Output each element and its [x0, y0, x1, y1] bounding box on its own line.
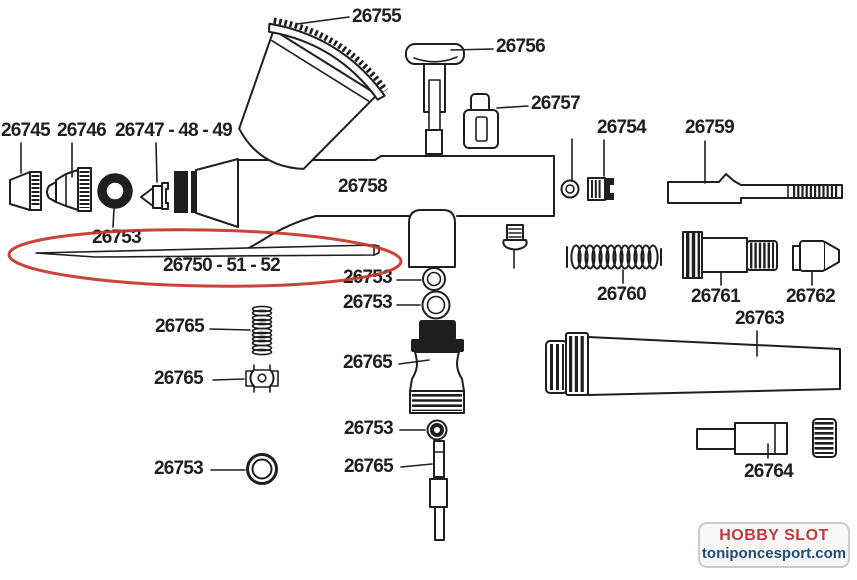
- shop-watermark-badge: HOBBY SLOT toniponcesport.com: [698, 522, 850, 568]
- crown-cap-part: [463, 93, 499, 149]
- packing-gland-part: [174, 171, 195, 213]
- nozzle-part: [140, 182, 169, 210]
- needle-cap-part: [9, 171, 42, 211]
- needle-spring-part: [566, 244, 662, 270]
- valve-oring-small-part: [422, 267, 446, 291]
- air-valve-housing-part: [408, 209, 456, 268]
- handle-part: [545, 330, 841, 396]
- paint-cup-part: [238, 28, 379, 170]
- needle-part: [35, 244, 380, 258]
- left-oring-part: [246, 453, 278, 485]
- valve-oring-large-part: [421, 290, 451, 320]
- valve-screw-part: [587, 177, 614, 201]
- valve-oring-bottom-part: [426, 419, 448, 441]
- front-oring-part: [97, 173, 133, 209]
- needle-chucking-nut-part: [682, 231, 778, 286]
- shop-site-url: toniponcesport.com: [701, 545, 847, 562]
- air-valve-body-part: [409, 320, 465, 414]
- body-nose-cone-part: [195, 158, 239, 228]
- valve-spring-part: [251, 305, 273, 356]
- shop-name: HOBBY SLOT: [719, 527, 829, 544]
- trigger-part: [667, 173, 843, 204]
- leader-lines: [20, 16, 706, 471]
- tail-cap-part: [792, 240, 840, 286]
- valve-washer-part: [560, 179, 580, 199]
- needle-chucking-guide-part: [696, 418, 837, 459]
- nozzle-cap-part: [46, 167, 92, 212]
- cup-lid-part: [268, 17, 389, 101]
- wrench-part: [405, 43, 465, 155]
- valve-stem-part: [429, 440, 448, 541]
- needle-packing-screw-part: [502, 224, 528, 269]
- aux-lever-part: [245, 362, 279, 395]
